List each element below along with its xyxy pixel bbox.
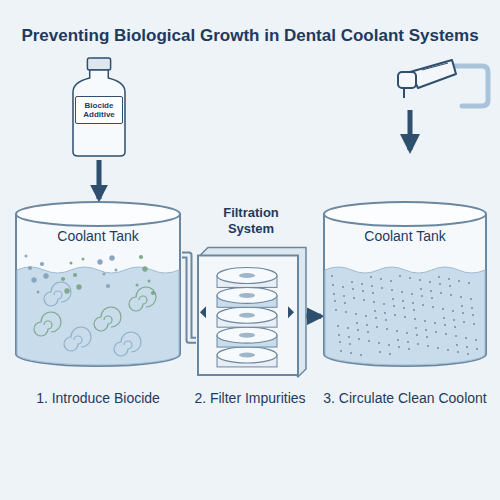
- unit-heading: Filtration System: [196, 205, 306, 238]
- flow-indicator: [200, 306, 206, 318]
- tank-label: Coolant Tank: [14, 228, 182, 244]
- clean-particles: [331, 275, 478, 356]
- coolant-tank: Coolant Tank: [322, 200, 488, 368]
- tank-rim: [16, 202, 180, 226]
- coolant-tank: Coolant Tank: [14, 200, 182, 368]
- filter-housing: [198, 256, 298, 376]
- bottle-cap: [87, 58, 110, 70]
- flow-indicator: [288, 306, 294, 318]
- edge-group: [306, 316, 321, 317]
- flow-arrow: [306, 314, 321, 319]
- edge-group: [99, 160, 100, 199]
- bottle-body: [73, 70, 125, 156]
- flow-arrow: [408, 110, 413, 150]
- tank-label: Coolant Tank: [322, 228, 488, 244]
- coolant-tank-outline: [14, 200, 182, 368]
- filter-cartridge: [217, 268, 277, 367]
- handpiece-icon: [398, 60, 488, 106]
- flow-arrow: [97, 160, 102, 199]
- bottle-label: Biocide Additive: [75, 96, 123, 124]
- handpiece-head: [398, 72, 416, 88]
- microbe-growth: [25, 255, 157, 357]
- handpiece-hose: [452, 66, 488, 106]
- tank-rim: [324, 202, 486, 226]
- coolant-pipe: [182, 255, 196, 340]
- filtration-unit: Filtration System: [196, 205, 306, 377]
- pipe-bore: [182, 255, 196, 340]
- handpiece-detail: [422, 63, 448, 70]
- coolant-water: [17, 267, 179, 365]
- step-label: 1. Introduce Biocide: [36, 390, 160, 406]
- edge-group: [182, 255, 196, 340]
- coolant-tank-outline: [322, 200, 488, 368]
- coolant-water: [325, 267, 485, 365]
- step-label: 2. Filter Impurities: [194, 390, 305, 406]
- biocide-bottle: Biocide Additive: [70, 58, 128, 156]
- handpiece-bur: [403, 88, 405, 98]
- diagram-title: Preventing Biological Growth in Dental C…: [0, 26, 500, 46]
- step-label: 3. Circulate Clean Coolont: [323, 390, 486, 406]
